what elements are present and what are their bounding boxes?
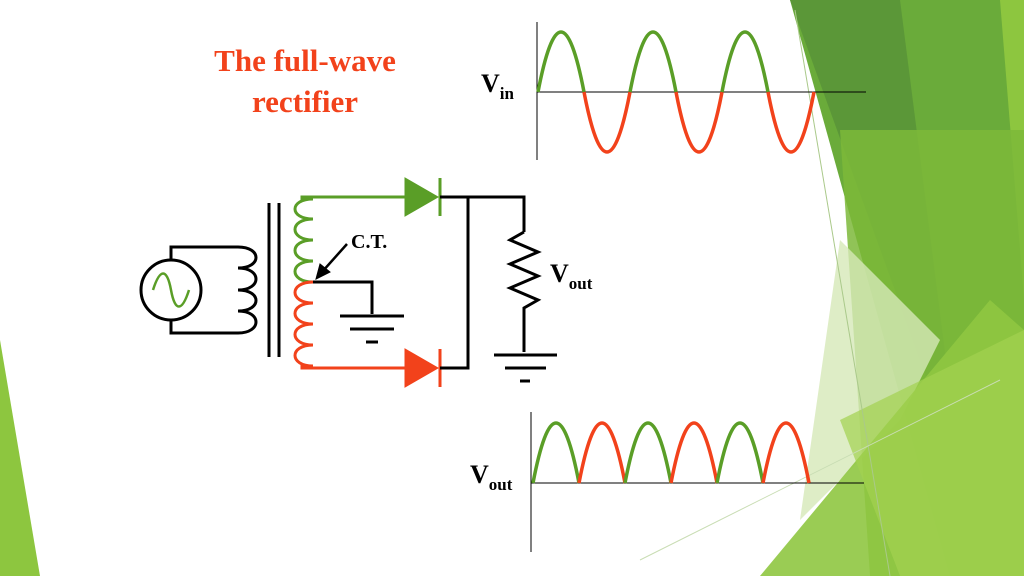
vin-positive-half-1 — [536, 30, 586, 93]
vout-hump-2 — [577, 421, 627, 484]
secondary-upper-winding — [293, 197, 314, 284]
center-tap-wire — [313, 280, 374, 314]
vin-negative-half-1 — [582, 91, 632, 154]
vout-hump-4 — [669, 421, 719, 484]
vout-graph-label-sub: out — [489, 475, 513, 494]
upper-diode-icon — [404, 177, 440, 217]
vin-negative-half-3 — [766, 91, 816, 154]
vout-circuit-label-sub: out — [569, 274, 593, 293]
output-waveform: Vout — [470, 412, 864, 552]
primary-winding — [237, 245, 258, 335]
source-wire-bottom — [169, 320, 238, 335]
secondary-lower-winding — [293, 280, 314, 368]
vin-label-v: V — [481, 69, 500, 98]
load-resistor-icon — [506, 230, 542, 352]
slide-title: The full-wave rectifier — [180, 40, 430, 122]
input-waveform: Vin — [481, 22, 866, 160]
center-tap-label: C.T. — [351, 231, 387, 253]
vin-negative-half-2 — [674, 91, 724, 154]
vin-label-sub: in — [500, 84, 515, 103]
vin-positive-half-2 — [628, 30, 678, 93]
lower-diode-icon — [404, 348, 440, 388]
svg-text:Vout: Vout — [470, 460, 513, 494]
output-bus-top — [440, 195, 526, 232]
svg-text:Vin: Vin — [481, 69, 515, 103]
vout-hump-3 — [623, 421, 673, 484]
vout-circuit-label-v: V — [550, 259, 569, 288]
slide-title-line-1: The full-wave — [214, 43, 396, 78]
output-bus-join — [440, 197, 470, 370]
ac-source-sine-icon — [151, 272, 191, 308]
slide-title-line-2: rectifier — [251, 84, 359, 119]
vout-hump-6 — [761, 421, 811, 484]
center-tap-pointer — [321, 243, 348, 273]
vout-hump-5 — [715, 421, 765, 484]
vout-hump-1 — [531, 421, 581, 484]
lower-lead-wire — [300, 364, 407, 370]
rectifier-circuit — [139, 177, 557, 388]
vin-positive-half-3 — [720, 30, 770, 93]
source-wire-top — [169, 245, 238, 260]
svg-text:Vout: Vout — [550, 259, 593, 293]
vout-graph-label-v: V — [470, 460, 489, 489]
upper-lead-wire — [300, 195, 407, 201]
center-tap-arrowhead-icon — [315, 263, 331, 280]
